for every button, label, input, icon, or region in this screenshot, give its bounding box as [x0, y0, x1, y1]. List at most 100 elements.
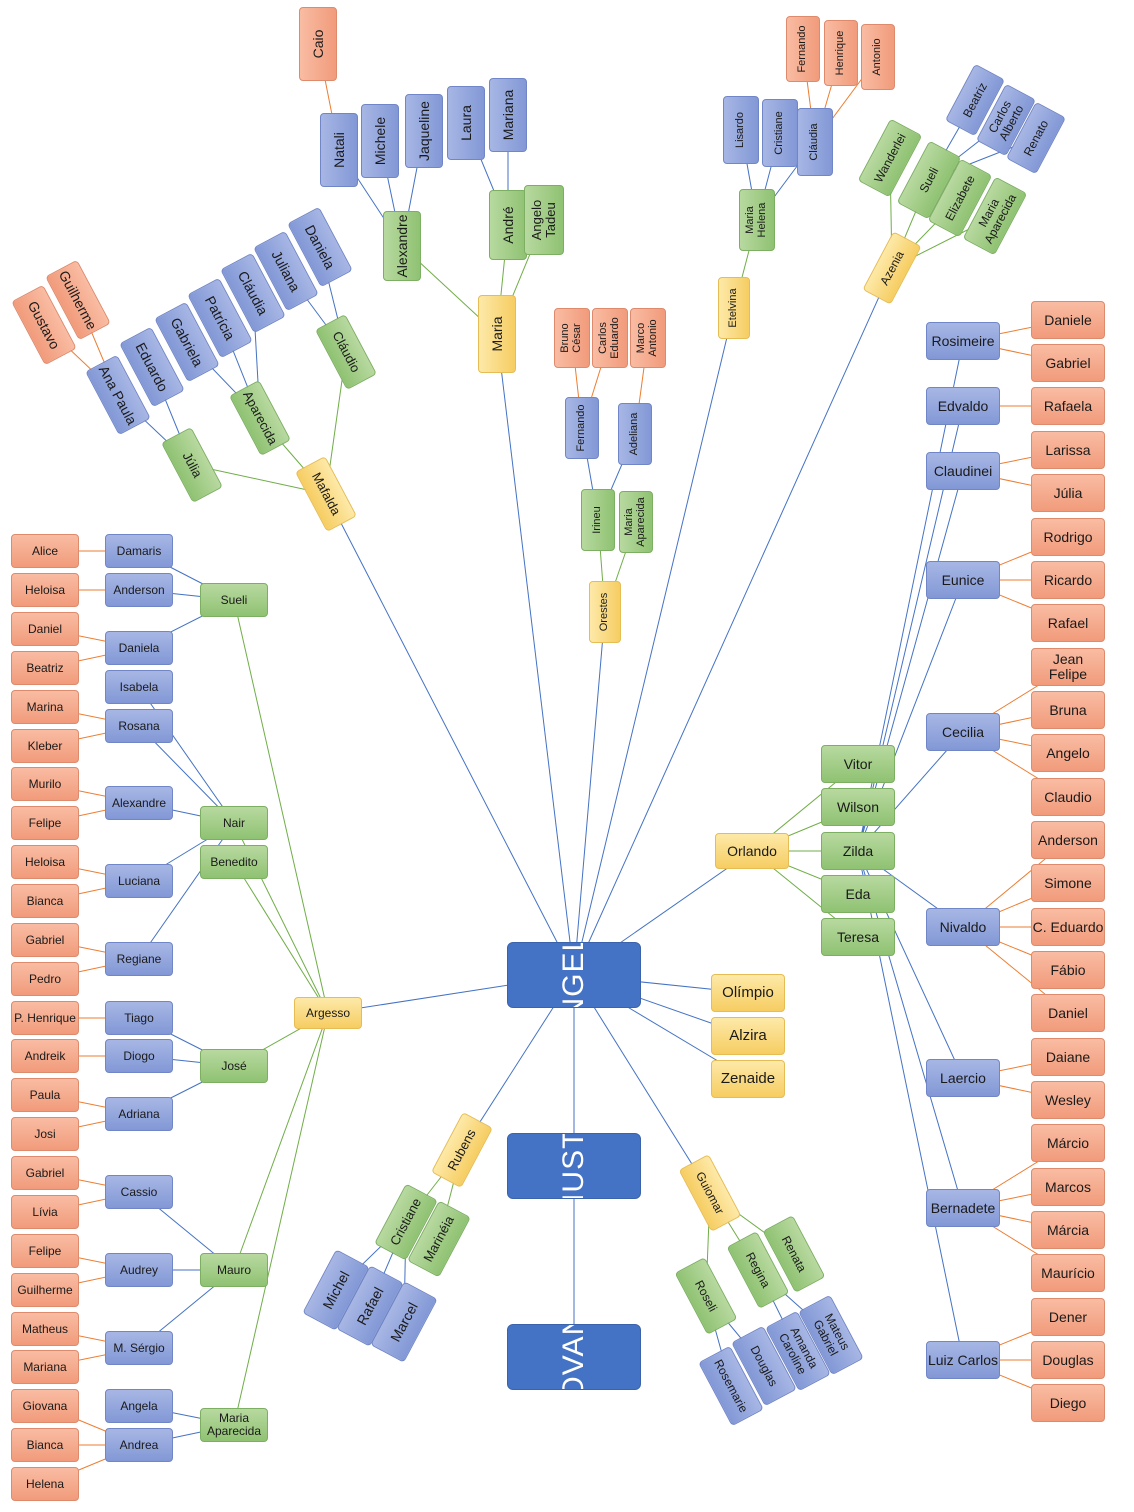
- node-ar_maria_aparecida: Maria Aparecida: [200, 1408, 268, 1442]
- node-org_fernando: Fernando: [565, 397, 599, 459]
- node-agg_bianca1: Bianca: [11, 884, 79, 918]
- node-ag_tiago: Tiago: [105, 1001, 173, 1035]
- node-ar_nair: Nair: [200, 806, 268, 840]
- node-ag_isabela: Isabela: [105, 670, 173, 704]
- node-etgg_antonio: Antonio: [861, 24, 895, 90]
- node-mrg_natali: Natali: [320, 113, 358, 187]
- node-ogg_wesley: Wesley: [1031, 1081, 1105, 1119]
- node-agg_guilherme: Guilherme: [11, 1273, 79, 1307]
- node-ogg_rafael: Rafael: [1031, 604, 1105, 642]
- node-ag_luciana: Luciana: [105, 864, 173, 898]
- node-og_bernadete: Bernadete: [926, 1189, 1000, 1227]
- node-etg_claudia: Cláudia: [797, 108, 833, 176]
- node-s_olimpio: Olímpio: [711, 974, 785, 1012]
- node-ogg_ricardo: Ricardo: [1031, 561, 1105, 599]
- node-agg_murilo: Murilo: [11, 767, 79, 801]
- node-s_alzira: Alzira: [711, 1017, 785, 1055]
- node-or_irineu: Irineu: [581, 489, 615, 551]
- node-ogg_rafaela: Rafaela: [1031, 387, 1105, 425]
- connector-angelo-maria: [496, 333, 575, 976]
- node-oc_eda: Eda: [821, 875, 895, 913]
- node-etgg_fernando: Fernando: [786, 16, 820, 82]
- node-et_maria_helena: Maria Helena: [739, 189, 775, 251]
- node-agg_livia: Lívia: [11, 1195, 79, 1229]
- node-ar_benedito: Benedito: [200, 845, 268, 879]
- node-og_nivaldo: Nivaldo: [926, 908, 1000, 946]
- node-mr_alexandre: Alexandre: [383, 211, 421, 281]
- node-ogg_larissa: Larissa: [1031, 431, 1105, 469]
- node-org_adeliana: Adeliana: [618, 403, 652, 465]
- node-og_luiz_carlos: Luiz Carlos: [926, 1341, 1000, 1379]
- node-ogg_bruna: Bruna: [1031, 691, 1105, 729]
- node-agg_helena: Helena: [11, 1467, 79, 1501]
- node-mr_angelo_tadeu: Angelo Tadeu: [524, 185, 564, 255]
- node-ogg_dener: Dener: [1031, 1298, 1105, 1336]
- node-agg_matheus: Matheus: [11, 1312, 79, 1346]
- node-mf_claudio: Cláudio: [315, 313, 377, 391]
- node-angelo: ANGELO: [507, 942, 641, 1008]
- node-agg_daniel: Daniel: [11, 612, 79, 646]
- node-og_claudinei: Claudinei: [926, 452, 1000, 490]
- node-orestes: Orestes: [589, 581, 621, 643]
- node-ogg_marcio: Márcio: [1031, 1124, 1105, 1162]
- node-ogg_jean_felipe: Jean Felipe: [1031, 648, 1105, 686]
- node-ag_adriana: Adriana: [105, 1097, 173, 1131]
- node-og_rosimeire: Rosimeire: [926, 322, 1000, 360]
- node-maria: Maria: [478, 295, 516, 373]
- node-etg_lisardo: Lisardo: [723, 96, 759, 164]
- node-ag_regiane: Regiane: [105, 942, 173, 976]
- node-giovanni: GIOVANNI: [507, 1324, 641, 1390]
- node-ar_jose: José: [200, 1049, 268, 1083]
- node-agg_felipe2: Felipe: [11, 1234, 79, 1268]
- node-ogg_simone: Simone: [1031, 864, 1105, 902]
- node-og_edvaldo: Edvaldo: [926, 387, 1000, 425]
- node-azenia: Azenia: [862, 231, 922, 305]
- node-og_eunice: Eunice: [926, 561, 1000, 599]
- node-orgg_marco_antonio: Marco Antonio: [630, 308, 666, 368]
- node-orgg_carlos_eduardo: Carlos Eduardo: [592, 308, 628, 368]
- node-agg_kleber: Kleber: [11, 729, 79, 763]
- node-mf_julia: Júlia: [161, 426, 223, 504]
- node-mrg_jaqueline: Jaqueline: [405, 94, 443, 168]
- node-giusto: GIUSTO: [507, 1133, 641, 1199]
- node-gu_roseli: Roseli: [674, 1257, 738, 1335]
- node-agg_bianca2: Bianca: [11, 1428, 79, 1462]
- node-ar_sueli: Sueli: [200, 583, 268, 617]
- node-mrg_mariana: Mariana: [489, 78, 527, 152]
- node-ag_audrey: Audrey: [105, 1253, 173, 1287]
- node-ag_daniela: Daniela: [105, 631, 173, 665]
- node-ag_diogo: Diogo: [105, 1039, 173, 1073]
- node-oc_vitor: Vitor: [821, 745, 895, 783]
- node-oc_teresa: Teresa: [821, 918, 895, 956]
- node-ag_cassio: Cassio: [105, 1175, 173, 1209]
- node-ogg_c_eduardo: C. Eduardo: [1031, 908, 1105, 946]
- node-mrgg_caio: Caio: [299, 7, 337, 81]
- node-orgg_bruno_cesar: Bruno César: [554, 308, 590, 368]
- node-ag_damaris: Damaris: [105, 534, 173, 568]
- node-ogg_daniele: Daniele: [1031, 301, 1105, 339]
- node-agg_mariana: Mariana: [11, 1350, 79, 1384]
- node-ogg_douglas: Douglas: [1031, 1341, 1105, 1379]
- node-etelvina: Etelvina: [718, 277, 750, 339]
- node-ogg_anderson: Anderson: [1031, 821, 1105, 859]
- node-ogg_julia: Júlia: [1031, 474, 1105, 512]
- node-ogg_gabriel: Gabriel: [1031, 344, 1105, 382]
- node-ogg_mauricio: Maurício: [1031, 1254, 1105, 1292]
- node-ogg_rodrigo: Rodrigo: [1031, 518, 1105, 556]
- node-argesso: Argesso: [294, 997, 362, 1029]
- node-ag_m_sergio: M. Sérgio: [105, 1331, 173, 1365]
- node-mr_andre: André: [489, 190, 527, 260]
- node-agg_beatriz: Beatriz: [11, 651, 79, 685]
- node-ag_anderson: Anderson: [105, 573, 173, 607]
- node-mf_aparecida: Aparecida: [229, 379, 291, 457]
- node-etgg_henrique: Henrique: [824, 20, 858, 86]
- node-ogg_marcia: Márcia: [1031, 1211, 1105, 1249]
- node-ag_rosana: Rosana: [105, 709, 173, 743]
- node-oc_wilson: Wilson: [821, 788, 895, 826]
- node-orlando: Orlando: [715, 833, 789, 869]
- connector-argesso-ar_benedito: [233, 861, 329, 1014]
- node-og_laercio: Laercio: [926, 1059, 1000, 1097]
- node-agg_josi: Josi: [11, 1117, 79, 1151]
- node-agg_heloisa1: Heloisa: [11, 573, 79, 607]
- node-agg_giovana: Giovana: [11, 1389, 79, 1423]
